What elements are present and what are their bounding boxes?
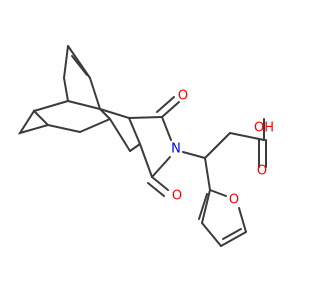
atom-n-imide: N <box>171 142 181 157</box>
atom-o-imide-top: O <box>178 89 188 104</box>
bond <box>17 109 50 135</box>
bond <box>238 207 247 233</box>
atom-o-acid-hydroxyl: OH <box>254 121 274 136</box>
bond <box>201 189 211 224</box>
bond <box>99 108 130 119</box>
bond <box>151 176 169 191</box>
bond <box>99 108 111 120</box>
bond <box>47 124 81 133</box>
bond <box>204 157 211 191</box>
bond <box>128 116 163 119</box>
bond <box>109 118 131 152</box>
bond <box>182 151 206 159</box>
bond <box>220 231 247 247</box>
bond <box>229 132 265 141</box>
bond <box>222 228 242 240</box>
bond <box>67 100 101 110</box>
bond <box>128 117 141 145</box>
molecule-structure: O O N OH O O <box>17 45 274 247</box>
atom-o-imide-bottom: O <box>172 189 182 204</box>
bond <box>33 100 69 112</box>
bond <box>71 55 88 76</box>
bond <box>161 101 180 118</box>
bond <box>209 189 227 197</box>
molecule-diagram: O O N OH O O <box>17 45 274 247</box>
bond <box>198 193 208 220</box>
bond <box>147 182 165 197</box>
bond <box>89 77 101 110</box>
bond <box>201 222 222 247</box>
bond <box>129 143 141 152</box>
bond <box>63 45 69 79</box>
bond <box>204 132 231 159</box>
bond <box>63 77 69 102</box>
bond <box>156 96 175 113</box>
bond <box>161 116 172 141</box>
bond <box>79 118 111 133</box>
bond <box>151 156 171 178</box>
atom-o-acid-carbonyl: O <box>257 164 267 179</box>
bond <box>139 143 153 178</box>
atom-o-furan: O <box>229 193 239 208</box>
